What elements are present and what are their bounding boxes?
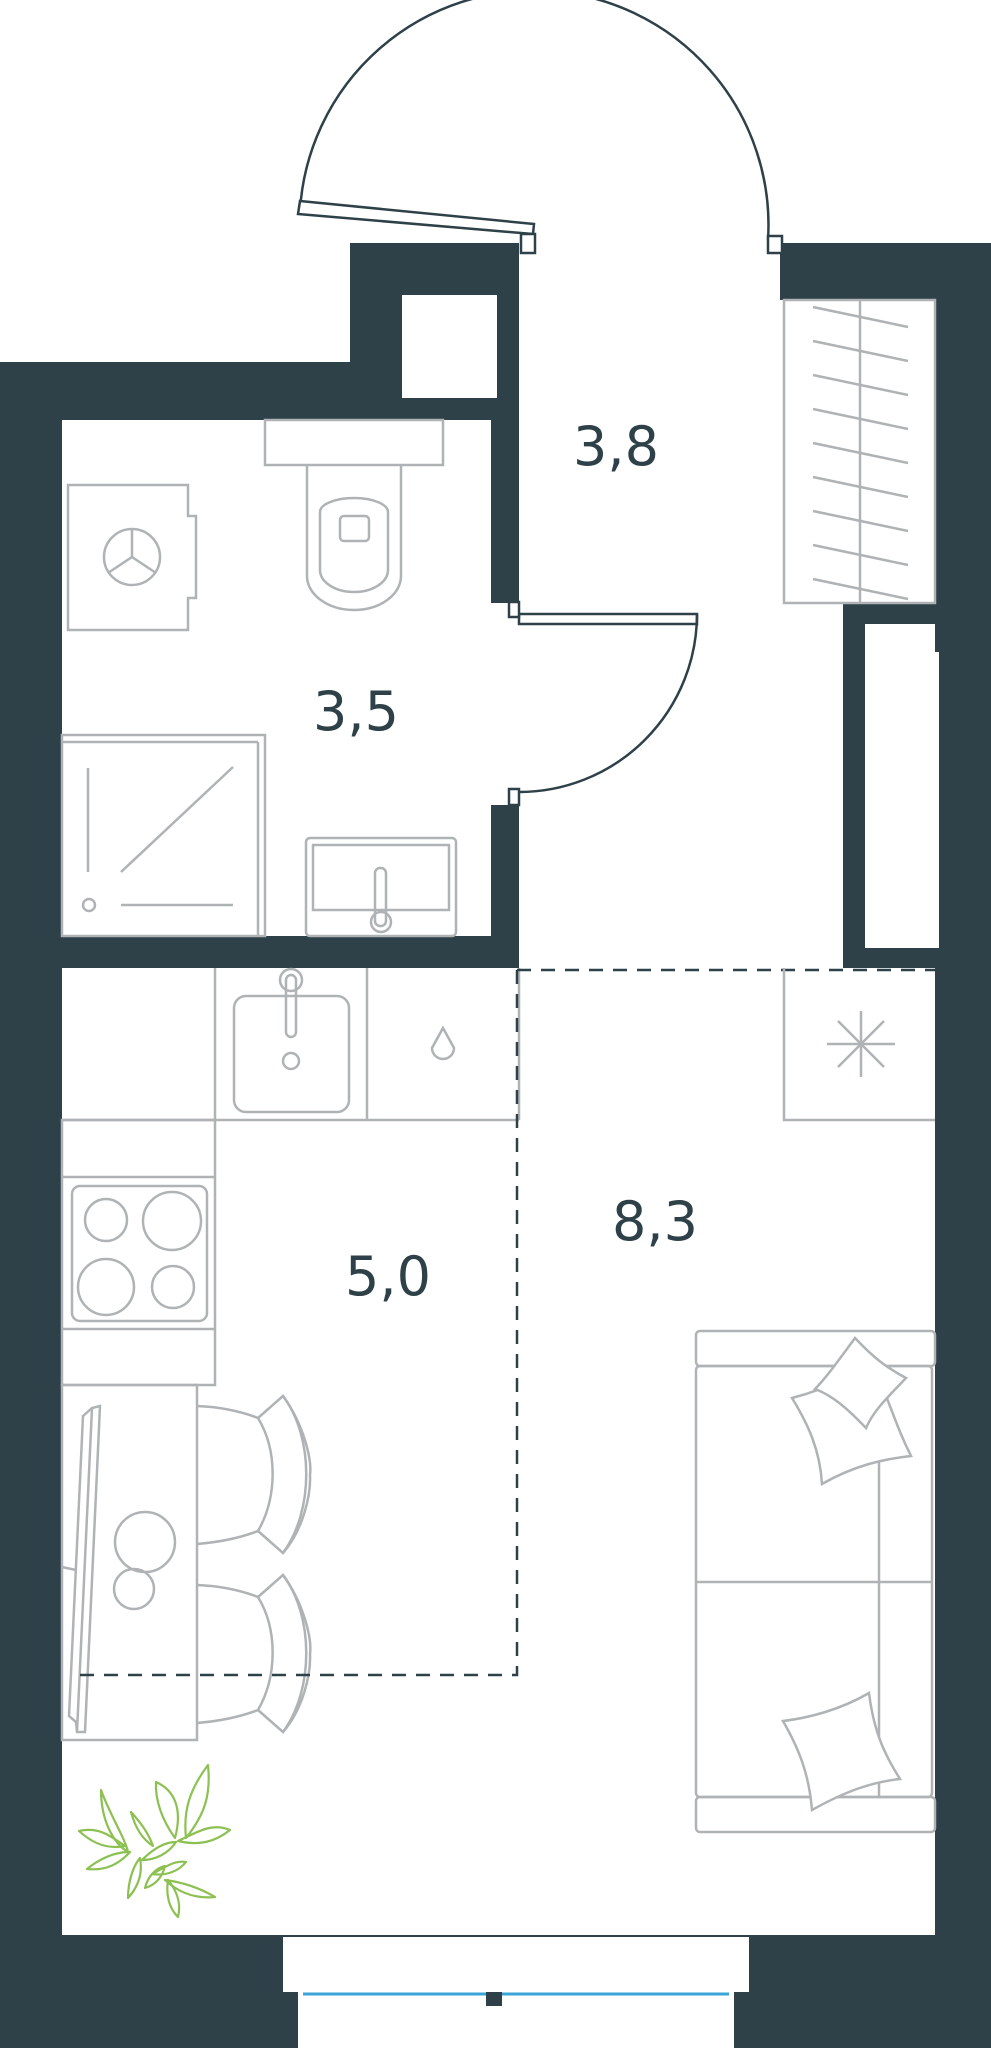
zone-divider bbox=[76, 968, 935, 1677]
chair bbox=[196, 1394, 312, 1555]
kitchen: 5,0 bbox=[60, 967, 521, 1742]
kitchen-area-label: 5,0 bbox=[345, 1245, 431, 1308]
wall-shaft-bottom bbox=[350, 398, 518, 420]
left-counter bbox=[60, 1118, 217, 1387]
wall-top-left bbox=[0, 362, 400, 420]
shower bbox=[60, 733, 267, 938]
plant-icon bbox=[77, 1763, 232, 1919]
dishwasher-icon bbox=[430, 1025, 456, 1061]
wall-bath-right-jamb-upper bbox=[491, 420, 519, 603]
wall-shaft-left bbox=[350, 243, 402, 420]
entrance-hall: 3,8 bbox=[296, 0, 937, 605]
ventilation-shaft-left bbox=[402, 296, 497, 398]
wall-right-exterior bbox=[935, 243, 991, 2048]
wardrobe bbox=[782, 298, 937, 605]
bathroom: 3,5 bbox=[60, 418, 699, 938]
wall-bath-bottom bbox=[62, 936, 519, 968]
kitchen-sink bbox=[232, 967, 351, 1114]
bathroom-sink bbox=[304, 836, 458, 938]
kitchen-counter bbox=[62, 968, 521, 1122]
sofa bbox=[694, 1329, 937, 1834]
fridge bbox=[782, 968, 935, 1122]
living-room: 8,3 bbox=[612, 968, 937, 1834]
ventilation-shaft-right bbox=[865, 624, 939, 948]
entrance-door[interactable] bbox=[296, 0, 784, 255]
chair bbox=[196, 1573, 312, 1734]
entrance-area-label: 3,8 bbox=[573, 415, 659, 478]
toilet bbox=[263, 418, 445, 612]
washing-machine bbox=[66, 483, 198, 632]
cooktop bbox=[70, 1184, 209, 1323]
dining-table bbox=[60, 1383, 199, 1742]
bathroom-door[interactable] bbox=[507, 600, 699, 807]
living-area-label: 8,3 bbox=[612, 1190, 698, 1253]
bathroom-area-label: 3,5 bbox=[313, 680, 399, 743]
wall-left-exterior bbox=[0, 362, 62, 2048]
window bbox=[283, 1937, 749, 2048]
